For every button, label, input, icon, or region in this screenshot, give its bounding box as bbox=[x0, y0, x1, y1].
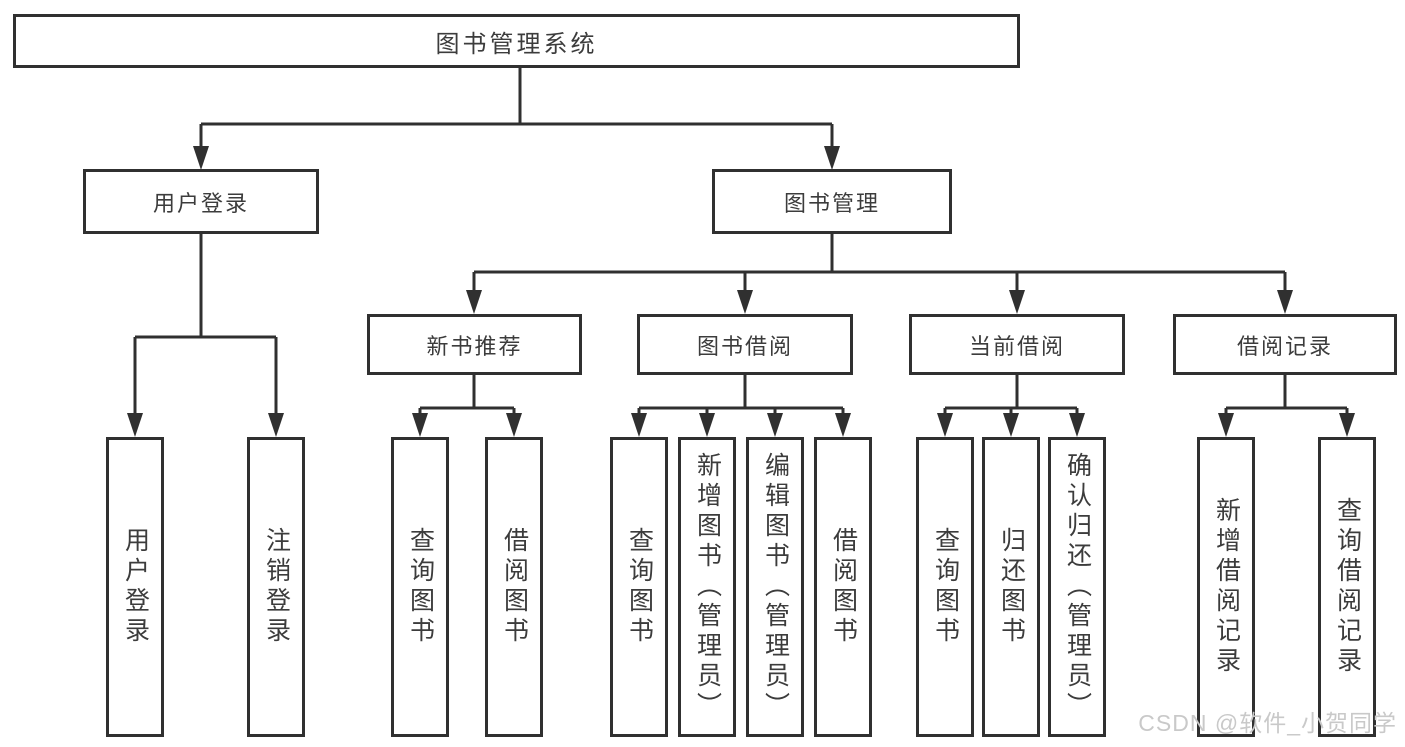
connector-borrowing-to-leaves bbox=[637, 375, 845, 416]
connector-root-to-branches bbox=[199, 68, 834, 150]
node-user-login-branch: 用户登录 bbox=[83, 169, 319, 234]
connector-paths bbox=[133, 68, 1349, 416]
connector-newbook-to-leaves bbox=[418, 375, 516, 416]
leaf-label: 查询图书 bbox=[931, 527, 960, 647]
node-label: 借阅记录 bbox=[1236, 333, 1333, 359]
arrow-down-icon bbox=[631, 413, 647, 437]
node-label: 用户登录 bbox=[152, 190, 249, 216]
node-book-management-branch: 图书管理 bbox=[712, 169, 952, 234]
leaf-add-book-admin: 新增图书（管理员） bbox=[678, 437, 736, 737]
arrow-down-icon bbox=[699, 413, 715, 437]
connector-records-to-leaves bbox=[1224, 375, 1349, 416]
leaf-label: 确认归还（管理员） bbox=[1063, 452, 1092, 722]
leaf-label: 注销登录 bbox=[262, 527, 291, 647]
node-current-borrowing: 当前借阅 bbox=[909, 314, 1125, 375]
leaf-borrow-book-recommend: 借阅图书 bbox=[485, 437, 543, 737]
node-book-borrowing: 图书借阅 bbox=[637, 314, 853, 375]
arrow-down-icon bbox=[193, 146, 209, 170]
leaf-query-book-borrowing: 查询图书 bbox=[610, 437, 668, 737]
node-new-book-recommend: 新书推荐 bbox=[367, 314, 582, 375]
arrow-down-icon bbox=[767, 413, 783, 437]
leaf-label: 借阅图书 bbox=[829, 527, 858, 647]
leaf-label: 借阅图书 bbox=[500, 527, 529, 647]
arrow-down-icon bbox=[1218, 413, 1234, 437]
leaf-user-login: 用户登录 bbox=[106, 437, 164, 737]
leaf-query-borrow-record: 查询借阅记录 bbox=[1318, 437, 1376, 737]
arrow-down-icon bbox=[1069, 413, 1085, 437]
node-label: 新书推荐 bbox=[426, 333, 523, 359]
node-label: 图书管理系统 bbox=[435, 30, 598, 58]
arrow-down-icon bbox=[1339, 413, 1355, 437]
arrow-down-icon bbox=[937, 413, 953, 437]
leaf-query-book-current: 查询图书 bbox=[916, 437, 974, 737]
leaf-label: 查询图书 bbox=[406, 527, 435, 647]
leaf-confirm-return-admin: 确认归还（管理员） bbox=[1048, 437, 1106, 737]
arrow-down-icon bbox=[1009, 290, 1025, 314]
connector-user-branch-to-leaves bbox=[133, 234, 278, 416]
leaf-borrow-book-borrowing: 借阅图书 bbox=[814, 437, 872, 737]
node-label: 图书管理 bbox=[783, 190, 880, 216]
node-label: 当前借阅 bbox=[968, 333, 1065, 359]
leaf-label: 查询图书 bbox=[625, 527, 654, 647]
arrow-down-icon bbox=[824, 146, 840, 170]
leaf-label: 新增图书（管理员） bbox=[693, 452, 722, 722]
arrowhead-icons bbox=[127, 146, 1355, 437]
arrow-down-icon bbox=[412, 413, 428, 437]
leaf-edit-book-admin: 编辑图书（管理员） bbox=[746, 437, 804, 737]
leaf-add-borrow-record: 新增借阅记录 bbox=[1197, 437, 1255, 737]
node-library-management-system: 图书管理系统 bbox=[13, 14, 1020, 68]
arrow-down-icon bbox=[835, 413, 851, 437]
csdn-watermark: CSDN @软件_小贺同学 bbox=[1138, 710, 1397, 736]
leaf-return-book: 归还图书 bbox=[982, 437, 1040, 737]
arrow-down-icon bbox=[466, 290, 482, 314]
arrow-down-icon bbox=[1277, 290, 1293, 314]
node-label: 图书借阅 bbox=[696, 333, 793, 359]
arrow-down-icon bbox=[506, 413, 522, 437]
leaf-label: 用户登录 bbox=[121, 527, 150, 647]
connector-mgmt-to-groups bbox=[472, 234, 1287, 292]
arrow-down-icon bbox=[127, 413, 143, 437]
connector-current-to-leaves bbox=[943, 375, 1079, 416]
leaf-label: 新增借阅记录 bbox=[1212, 497, 1241, 677]
node-borrowing-records: 借阅记录 bbox=[1173, 314, 1397, 375]
leaf-label: 归还图书 bbox=[997, 527, 1026, 647]
leaf-label: 查询借阅记录 bbox=[1333, 497, 1362, 677]
arrow-down-icon bbox=[737, 290, 753, 314]
leaf-query-book-recommend: 查询图书 bbox=[391, 437, 449, 737]
arrow-down-icon bbox=[268, 413, 284, 437]
arrow-down-icon bbox=[1003, 413, 1019, 437]
leaf-label: 编辑图书（管理员） bbox=[761, 452, 790, 722]
leaf-logout-login: 注销登录 bbox=[247, 437, 305, 737]
